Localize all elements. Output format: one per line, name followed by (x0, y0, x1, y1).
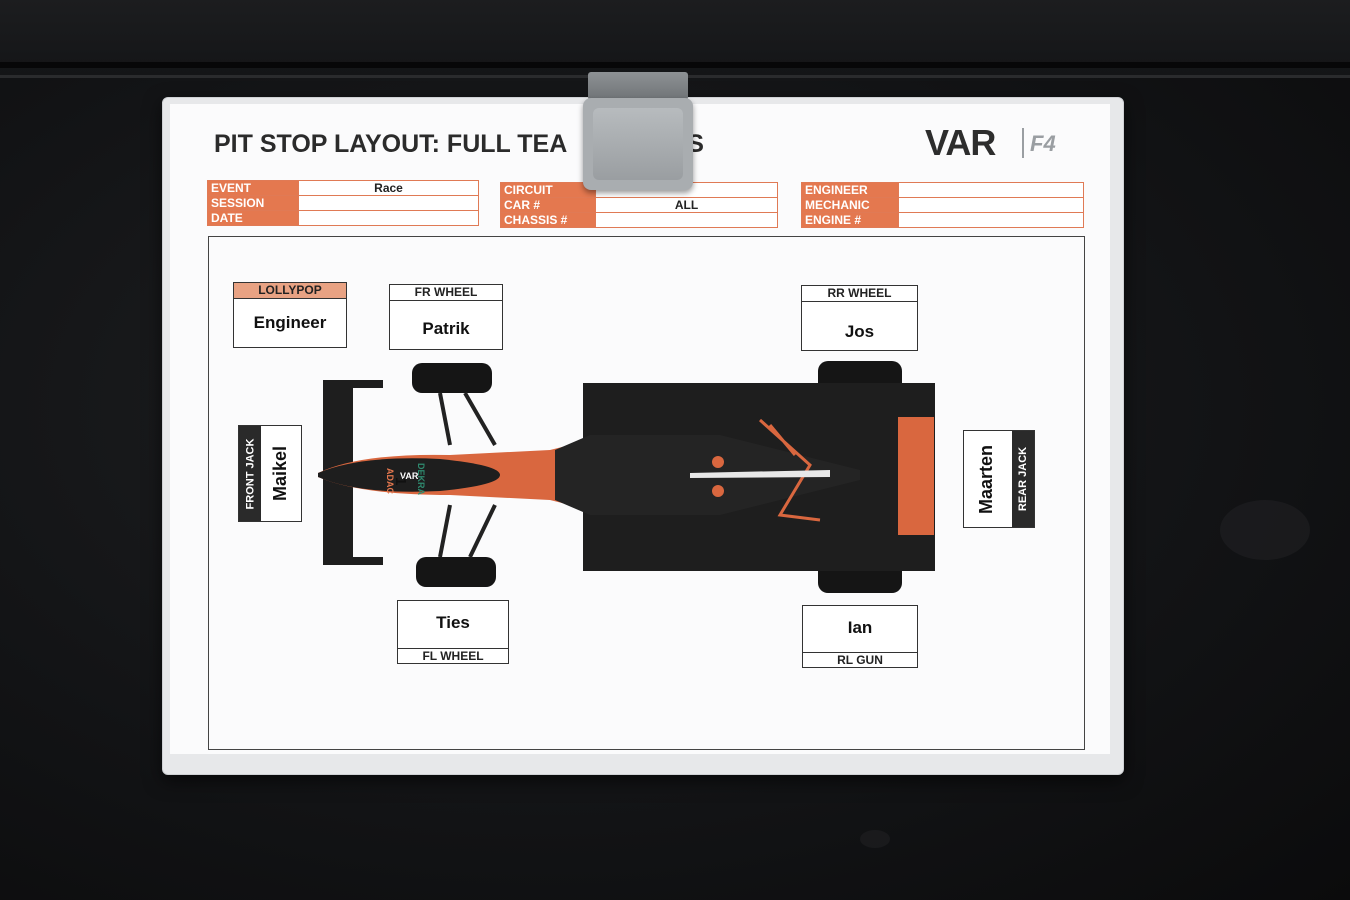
role-name: Jos (844, 322, 875, 341)
role-label: LOLLYPOP (234, 283, 346, 299)
role-front-jack: FRONT JACK Maikel (238, 425, 302, 522)
role-label-box: REAR JACK (1012, 431, 1034, 527)
car-roll-hoop (690, 470, 830, 478)
role-lollypop: LOLLYPOP Engineer (233, 282, 347, 348)
logo-separator (1022, 128, 1024, 158)
info-label: CAR # (500, 197, 596, 213)
info-label: SESSION (207, 195, 299, 211)
info-value (298, 210, 479, 226)
wall-seam (0, 62, 1350, 68)
car-brand-text: VAR (400, 471, 419, 481)
front-left-tyre (416, 557, 496, 587)
driver-helmet-mark (712, 456, 724, 468)
clip-hinge (588, 72, 688, 100)
front-wing-endplate (345, 380, 383, 388)
rear-wing (898, 417, 934, 535)
car-sponsor: DEKRA (416, 463, 426, 496)
car-livery-stripe (758, 418, 821, 522)
info-table-engineer: ENGINEER MECHANIC ENGINE # (801, 182, 1084, 228)
info-value (898, 197, 1084, 213)
role-label: FRONT JACK (244, 438, 257, 509)
role-name: Maarten (976, 444, 997, 514)
role-label-box: FRONT JACK (239, 426, 261, 521)
role-fr-wheel: FR WHEEL Patrik (389, 284, 503, 350)
front-suspension (438, 392, 497, 558)
var-logo: VAR (925, 122, 996, 163)
info-value (898, 212, 1084, 228)
pit-stop-diagram (208, 236, 1085, 750)
role-label: FR WHEEL (390, 285, 502, 301)
info-value: ALL (595, 197, 778, 213)
role-label: FL WHEEL (398, 648, 508, 663)
role-rl-gun: Ian RL GUN (802, 605, 918, 668)
info-label: ENGINEER (801, 182, 899, 198)
info-label: DATE (207, 210, 299, 226)
info-label: ENGINE # (801, 212, 899, 228)
wall-mark (1220, 500, 1310, 560)
role-label: RR WHEEL (802, 286, 917, 302)
race-car-top-view: VAR 1 ADAC DEKRA (318, 361, 935, 593)
role-name-box: Maarten (964, 431, 1010, 527)
role-fl-wheel: Ties FL WHEEL (397, 600, 509, 664)
front-right-tyre (412, 363, 492, 393)
role-label: REAR JACK (1017, 446, 1029, 512)
info-label: EVENT (207, 180, 299, 196)
role-rear-jack: Maarten REAR JACK (963, 430, 1035, 528)
info-value (595, 212, 778, 228)
info-label: MECHANIC (801, 197, 899, 213)
front-wing-endplate (345, 557, 383, 565)
role-rr-wheel: RR WHEEL Jos (801, 285, 918, 351)
driver-helmet-mark (712, 485, 724, 497)
role-name: Patrik (422, 319, 470, 338)
info-value: Race (298, 180, 479, 196)
info-value (898, 182, 1084, 198)
sheet-title-text: PIT STOP LAYOUT: FULL TEA (214, 130, 568, 158)
role-name-box: Maikel (261, 426, 301, 521)
board-clip (583, 98, 693, 190)
role-label: RL GUN (803, 652, 917, 667)
car-nose-top (318, 458, 500, 492)
role-name: Engineer (253, 313, 327, 332)
car-sponsor: ADAC (385, 468, 395, 494)
info-table-circuit: CIRCUIT CAR #ALL CHASSIS # (500, 182, 778, 228)
info-value (298, 195, 479, 211)
info-label: CIRCUIT (500, 182, 596, 198)
role-name: Ties (436, 613, 470, 632)
info-label: CHASSIS # (500, 212, 596, 228)
wall-mark (860, 830, 890, 848)
f4-logo: F4 (1030, 131, 1056, 156)
role-name: Maikel (270, 445, 291, 502)
role-name: Ian (847, 618, 873, 637)
car-number: 1 (392, 477, 409, 485)
